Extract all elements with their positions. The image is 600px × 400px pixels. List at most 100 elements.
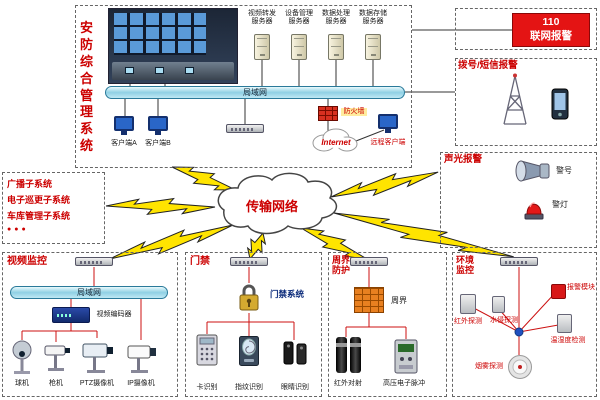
mobile-phone-icon bbox=[551, 88, 569, 120]
black-connectors bbox=[124, 29, 512, 142]
alarm-110-box bbox=[455, 8, 597, 50]
camera-label: 枪机 bbox=[49, 380, 63, 387]
subsystem-item: 电子巡更子系统 bbox=[7, 195, 71, 205]
alarm-sound-light-box bbox=[440, 152, 597, 248]
env-sensor-label: 红外探测 bbox=[454, 318, 482, 325]
internet-cloud-icon bbox=[312, 128, 358, 152]
subsystems-box bbox=[2, 172, 105, 244]
client-label: 客户端B bbox=[145, 140, 171, 147]
ip-camera-icon bbox=[127, 345, 156, 373]
infrared-detector-icon bbox=[460, 294, 476, 314]
sensor-hub-icon bbox=[514, 327, 524, 337]
lightning-bolt bbox=[329, 164, 440, 205]
firewall-icon bbox=[318, 106, 338, 121]
network-switch-icon bbox=[500, 257, 538, 266]
beacon-label: 警灯 bbox=[552, 200, 568, 209]
network-switch-icon bbox=[226, 124, 264, 133]
remote-client-monitor-icon bbox=[378, 114, 398, 133]
perimeter-device-label: 红外对射 bbox=[334, 380, 362, 387]
smoke-detector-icon bbox=[508, 355, 532, 379]
perimeter-title: 周界防护 bbox=[332, 255, 351, 276]
server-icon bbox=[365, 34, 381, 60]
server-icon bbox=[291, 34, 307, 60]
alarm-110-line1: 110 bbox=[542, 16, 560, 29]
red-connectors bbox=[21, 267, 565, 355]
fingerprint-reader-icon bbox=[239, 336, 259, 366]
alarm-sound-light-title: 声光报警 bbox=[444, 154, 483, 165]
ptz-camera-icon bbox=[82, 343, 113, 373]
padlock-icon bbox=[239, 284, 259, 311]
beacon-light-icon bbox=[524, 202, 544, 220]
server-icon bbox=[328, 34, 344, 60]
env-sensor-label: 烟雾探测 bbox=[475, 363, 503, 370]
server-label: 数据存储服务器 bbox=[359, 10, 387, 26]
server-icon bbox=[254, 34, 270, 60]
access-device-label: 指纹识别 bbox=[235, 384, 263, 391]
alarm-dial-title: 拨号/短信报警 bbox=[458, 60, 518, 71]
perimeter-wall-label: 周界 bbox=[391, 296, 407, 305]
environment-box bbox=[452, 252, 597, 397]
server-label: 设备管理服务器 bbox=[285, 10, 313, 26]
client-monitor-icon bbox=[148, 116, 168, 135]
horn-label: 警号 bbox=[556, 166, 572, 175]
transmission-cloud-icon bbox=[217, 172, 338, 235]
environment-title: 环境监控 bbox=[456, 255, 475, 276]
access-title: 门禁 bbox=[190, 256, 210, 267]
lan-label: 局域网 bbox=[77, 288, 101, 297]
alarm-horn-icon bbox=[515, 160, 550, 182]
brick-wall-icon bbox=[354, 287, 384, 313]
control-room-image bbox=[108, 8, 238, 84]
camera-label: 球机 bbox=[15, 380, 29, 387]
desk-monitor-icon bbox=[125, 67, 134, 74]
desk-monitor-icon bbox=[185, 67, 194, 74]
dome-camera-icon bbox=[12, 340, 32, 374]
network-switch-icon bbox=[75, 257, 113, 266]
subsystem-more: ●●● bbox=[7, 226, 29, 233]
remote-client-label: 远程客户端 bbox=[370, 139, 406, 146]
env-sensor-label: 温湿度检测 bbox=[550, 337, 586, 344]
alarm-110-line2: 联网报警 bbox=[530, 30, 572, 42]
server-label: 视频转发服务器 bbox=[248, 10, 276, 26]
video-title: 视频监控 bbox=[7, 256, 47, 267]
env-sensor-label: 报警模块 bbox=[567, 284, 595, 291]
access-system-label: 门禁系统 bbox=[269, 289, 304, 299]
server-label: 数据处理服务器 bbox=[322, 10, 350, 26]
management-title: 安防综合管理系统 bbox=[79, 20, 93, 154]
subsystem-item: 车库管理子系统 bbox=[7, 211, 71, 221]
network-switch-icon bbox=[350, 257, 388, 266]
desk-monitor-icon bbox=[155, 67, 164, 74]
internet-label: Internet bbox=[321, 138, 351, 147]
encoder-label: 视频编码器 bbox=[96, 311, 132, 318]
access-control-box bbox=[185, 252, 322, 397]
camera-label: IP摄像机 bbox=[127, 380, 155, 387]
network-switch-icon bbox=[230, 257, 268, 266]
lan-label: 局域网 bbox=[243, 88, 267, 97]
video-lan-bus: 局域网 bbox=[10, 286, 168, 299]
perimeter-box bbox=[328, 252, 447, 397]
lightning-bolt bbox=[106, 198, 215, 215]
management-system-box bbox=[75, 5, 412, 168]
infrared-beam-icon bbox=[350, 337, 361, 373]
env-sensor-label: 水侵探测 bbox=[490, 317, 518, 324]
operator-desk-icon bbox=[112, 62, 234, 80]
water-detector-icon bbox=[492, 296, 505, 313]
management-lan-bus: 局域网 bbox=[105, 86, 405, 99]
temp-humidity-icon bbox=[557, 314, 572, 333]
alarm-module-icon bbox=[551, 284, 566, 299]
pulse-device-icon bbox=[394, 339, 418, 374]
access-device-label: 眼睛识别 bbox=[281, 384, 309, 391]
camera-label: PTZ摄像机 bbox=[79, 380, 115, 387]
video-wall-icon bbox=[114, 13, 206, 55]
cloud-label: 传输网络 bbox=[245, 199, 298, 214]
client-label: 客户端A bbox=[111, 140, 137, 147]
perimeter-device-label: 高压电子脉冲 bbox=[383, 380, 425, 387]
video-surveillance-box bbox=[2, 252, 178, 397]
video-encoder-icon bbox=[52, 307, 90, 323]
firewall-label: 防火墙 bbox=[341, 108, 367, 117]
infrared-beam-icon bbox=[336, 337, 347, 373]
alarm-110-sign: 110 联网报警 bbox=[512, 13, 590, 47]
keypad-reader-icon bbox=[196, 334, 218, 366]
client-monitor-icon bbox=[114, 116, 134, 135]
